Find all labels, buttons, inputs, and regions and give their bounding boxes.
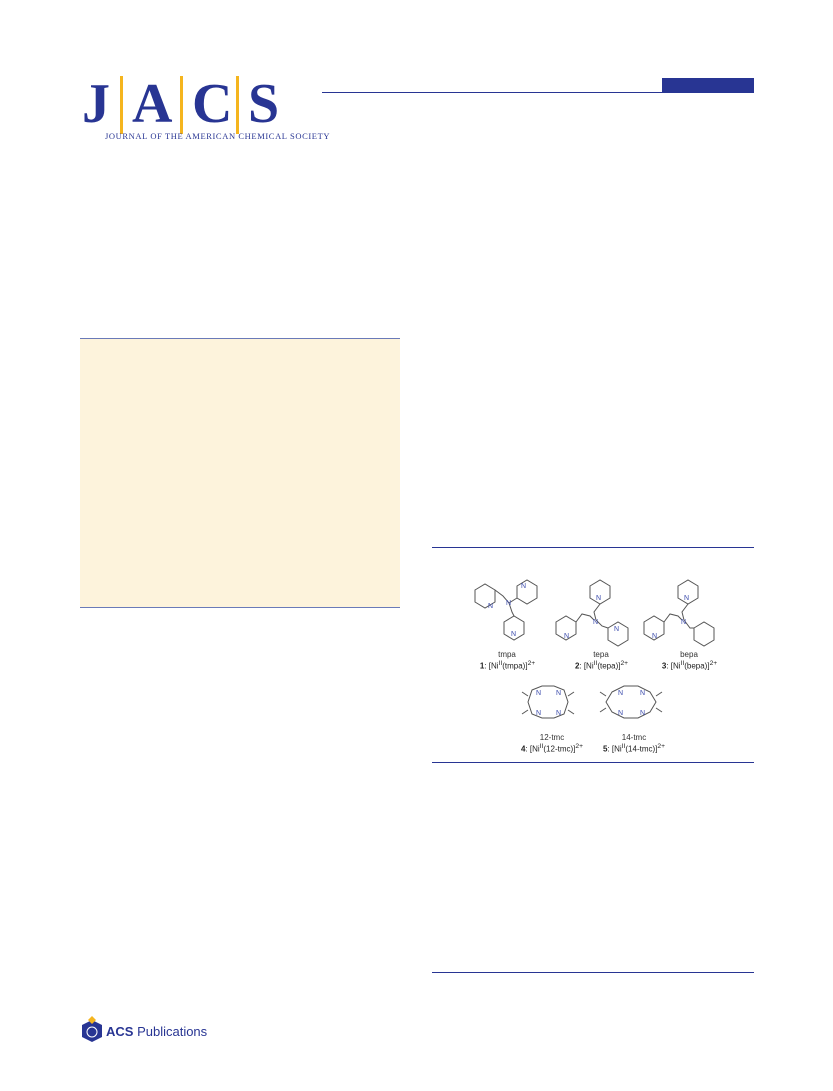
journal-name: JOURNAL OF THE AMERICAN CHEMICAL SOCIETY [105, 131, 331, 141]
column-bottom-rule [432, 972, 754, 973]
jacs-logo: J A C S [82, 72, 322, 144]
ligand-name-14-tmc: 14-tmc [621, 733, 647, 742]
ligand-name-tepa: tepa [593, 650, 609, 659]
n-atom: N [511, 631, 516, 638]
figure-top-rule [432, 547, 754, 548]
n-atom: N [564, 633, 569, 640]
complex-label-4: 4: [NiII(12-tmc)]2+ [521, 743, 583, 754]
n-atom: N [506, 600, 511, 607]
complex-label-5: 5: [NiII(14-tmc)]2+ [603, 743, 665, 754]
n-atom: N [618, 710, 623, 717]
logo-letter-c: C [192, 73, 233, 135]
tepa-structure: N N N N [555, 579, 629, 647]
logo-divider [120, 76, 123, 134]
n-atom: N [684, 595, 689, 602]
n-atom: N [681, 619, 686, 626]
n-atom: N [556, 710, 561, 717]
n-atom: N [488, 603, 493, 610]
14-tmc-structure: N N N N [599, 685, 663, 719]
n-atom: N [536, 710, 541, 717]
ligand-name-tmpa: tmpa [498, 650, 516, 659]
logo-letter-j: J [82, 73, 110, 135]
complex-label-2: 2: [NiII(tepa)]2+ [574, 660, 629, 671]
logo-letter-a: A [132, 73, 173, 135]
header-tab [662, 78, 754, 92]
header-rule [322, 92, 754, 93]
logo-divider [236, 76, 239, 134]
n-atom: N [521, 583, 526, 590]
n-atom: N [640, 710, 645, 717]
n-atom: N [596, 595, 601, 602]
acs-publications-wordmark: ACS Publications [106, 1024, 208, 1039]
n-atom: N [618, 690, 623, 697]
acs-hexagon-icon [82, 1016, 102, 1042]
n-atom: N [614, 626, 619, 633]
ligand-structures: N N N N N N N N N N N N N N N [474, 579, 715, 719]
12-tmc-structure: N N N N [521, 685, 575, 719]
complex-label-3: 3: [NiII(bepa)]2+ [661, 660, 718, 671]
logo-letter-s: S [248, 73, 280, 135]
n-atom: N [593, 619, 598, 626]
ligand-name-12-tmc: 12-tmc [539, 733, 565, 742]
ligand-name-bepa: bepa [680, 650, 698, 659]
figure-bottom-rule [432, 762, 754, 763]
complex-label-1: 1: [NiII(tmpa)]2+ [479, 660, 536, 671]
n-atom: N [640, 690, 645, 697]
tmpa-structure: N N N N [474, 579, 538, 641]
bepa-structure: N N N [643, 579, 715, 647]
logo-divider [180, 76, 183, 134]
n-atom: N [536, 690, 541, 697]
n-atom: N [652, 633, 657, 640]
abstract-box [80, 338, 400, 608]
n-atom: N [556, 690, 561, 697]
